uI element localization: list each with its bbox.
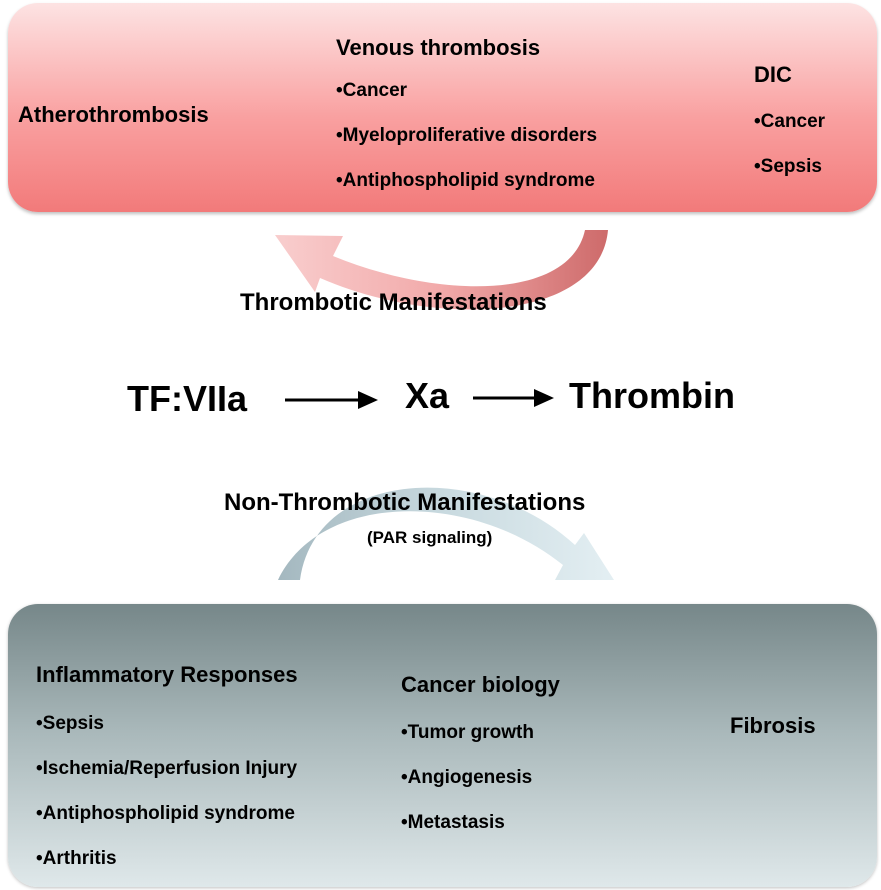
thrombotic-curved-arrow: [275, 230, 608, 310]
venous-item-antiphospholipid: •Antiphospholipid syndrome: [336, 170, 595, 191]
non-thrombotic-manifestations-label: Non-Thrombotic Manifestations: [224, 489, 586, 516]
cancer-biology-title: Cancer biology: [401, 672, 560, 697]
thrombin-label: Thrombin: [569, 375, 735, 416]
venous-thrombosis-title: Venous thrombosis: [336, 35, 541, 60]
non-thrombotic-curved-arrow: [278, 487, 614, 580]
inflammatory-item-ischemia: •Ischemia/Reperfusion Injury: [36, 758, 298, 779]
thrombotic-conditions-panel: [8, 3, 877, 212]
atherothrombosis-label: Atherothrombosis: [18, 102, 209, 127]
par-signaling-label: (PAR signaling): [367, 528, 493, 547]
cancer-item-angiogenesis: •Angiogenesis: [401, 767, 533, 788]
dic-item-sepsis: •Sepsis: [754, 156, 822, 177]
non-thrombotic-conditions-panel: [8, 604, 877, 887]
dic-item-cancer: •Cancer: [754, 111, 826, 132]
fibrosis-label: Fibrosis: [730, 713, 816, 738]
inflammatory-item-antiphospholipid: •Antiphospholipid syndrome: [36, 803, 295, 824]
thrombotic-manifestations-label: Thrombotic Manifestations: [240, 289, 547, 316]
venous-item-cancer: •Cancer: [336, 80, 408, 101]
inflammatory-responses-title: Inflammatory Responses: [36, 662, 298, 687]
dic-title: DIC: [754, 62, 792, 87]
venous-item-myeloproliferative: •Myeloproliferative disorders: [336, 125, 598, 146]
cancer-item-metastasis: •Metastasis: [401, 812, 505, 833]
pathway-arrow-1: [285, 391, 378, 409]
xa-label: Xa: [405, 375, 450, 416]
tf-viia-label: TF:VIIa: [127, 378, 248, 419]
cancer-item-tumor-growth: •Tumor growth: [401, 722, 534, 743]
pathway-arrow-2: [473, 389, 554, 407]
inflammatory-item-sepsis: •Sepsis: [36, 713, 104, 734]
inflammatory-item-arthritis: •Arthritis: [36, 848, 117, 869]
